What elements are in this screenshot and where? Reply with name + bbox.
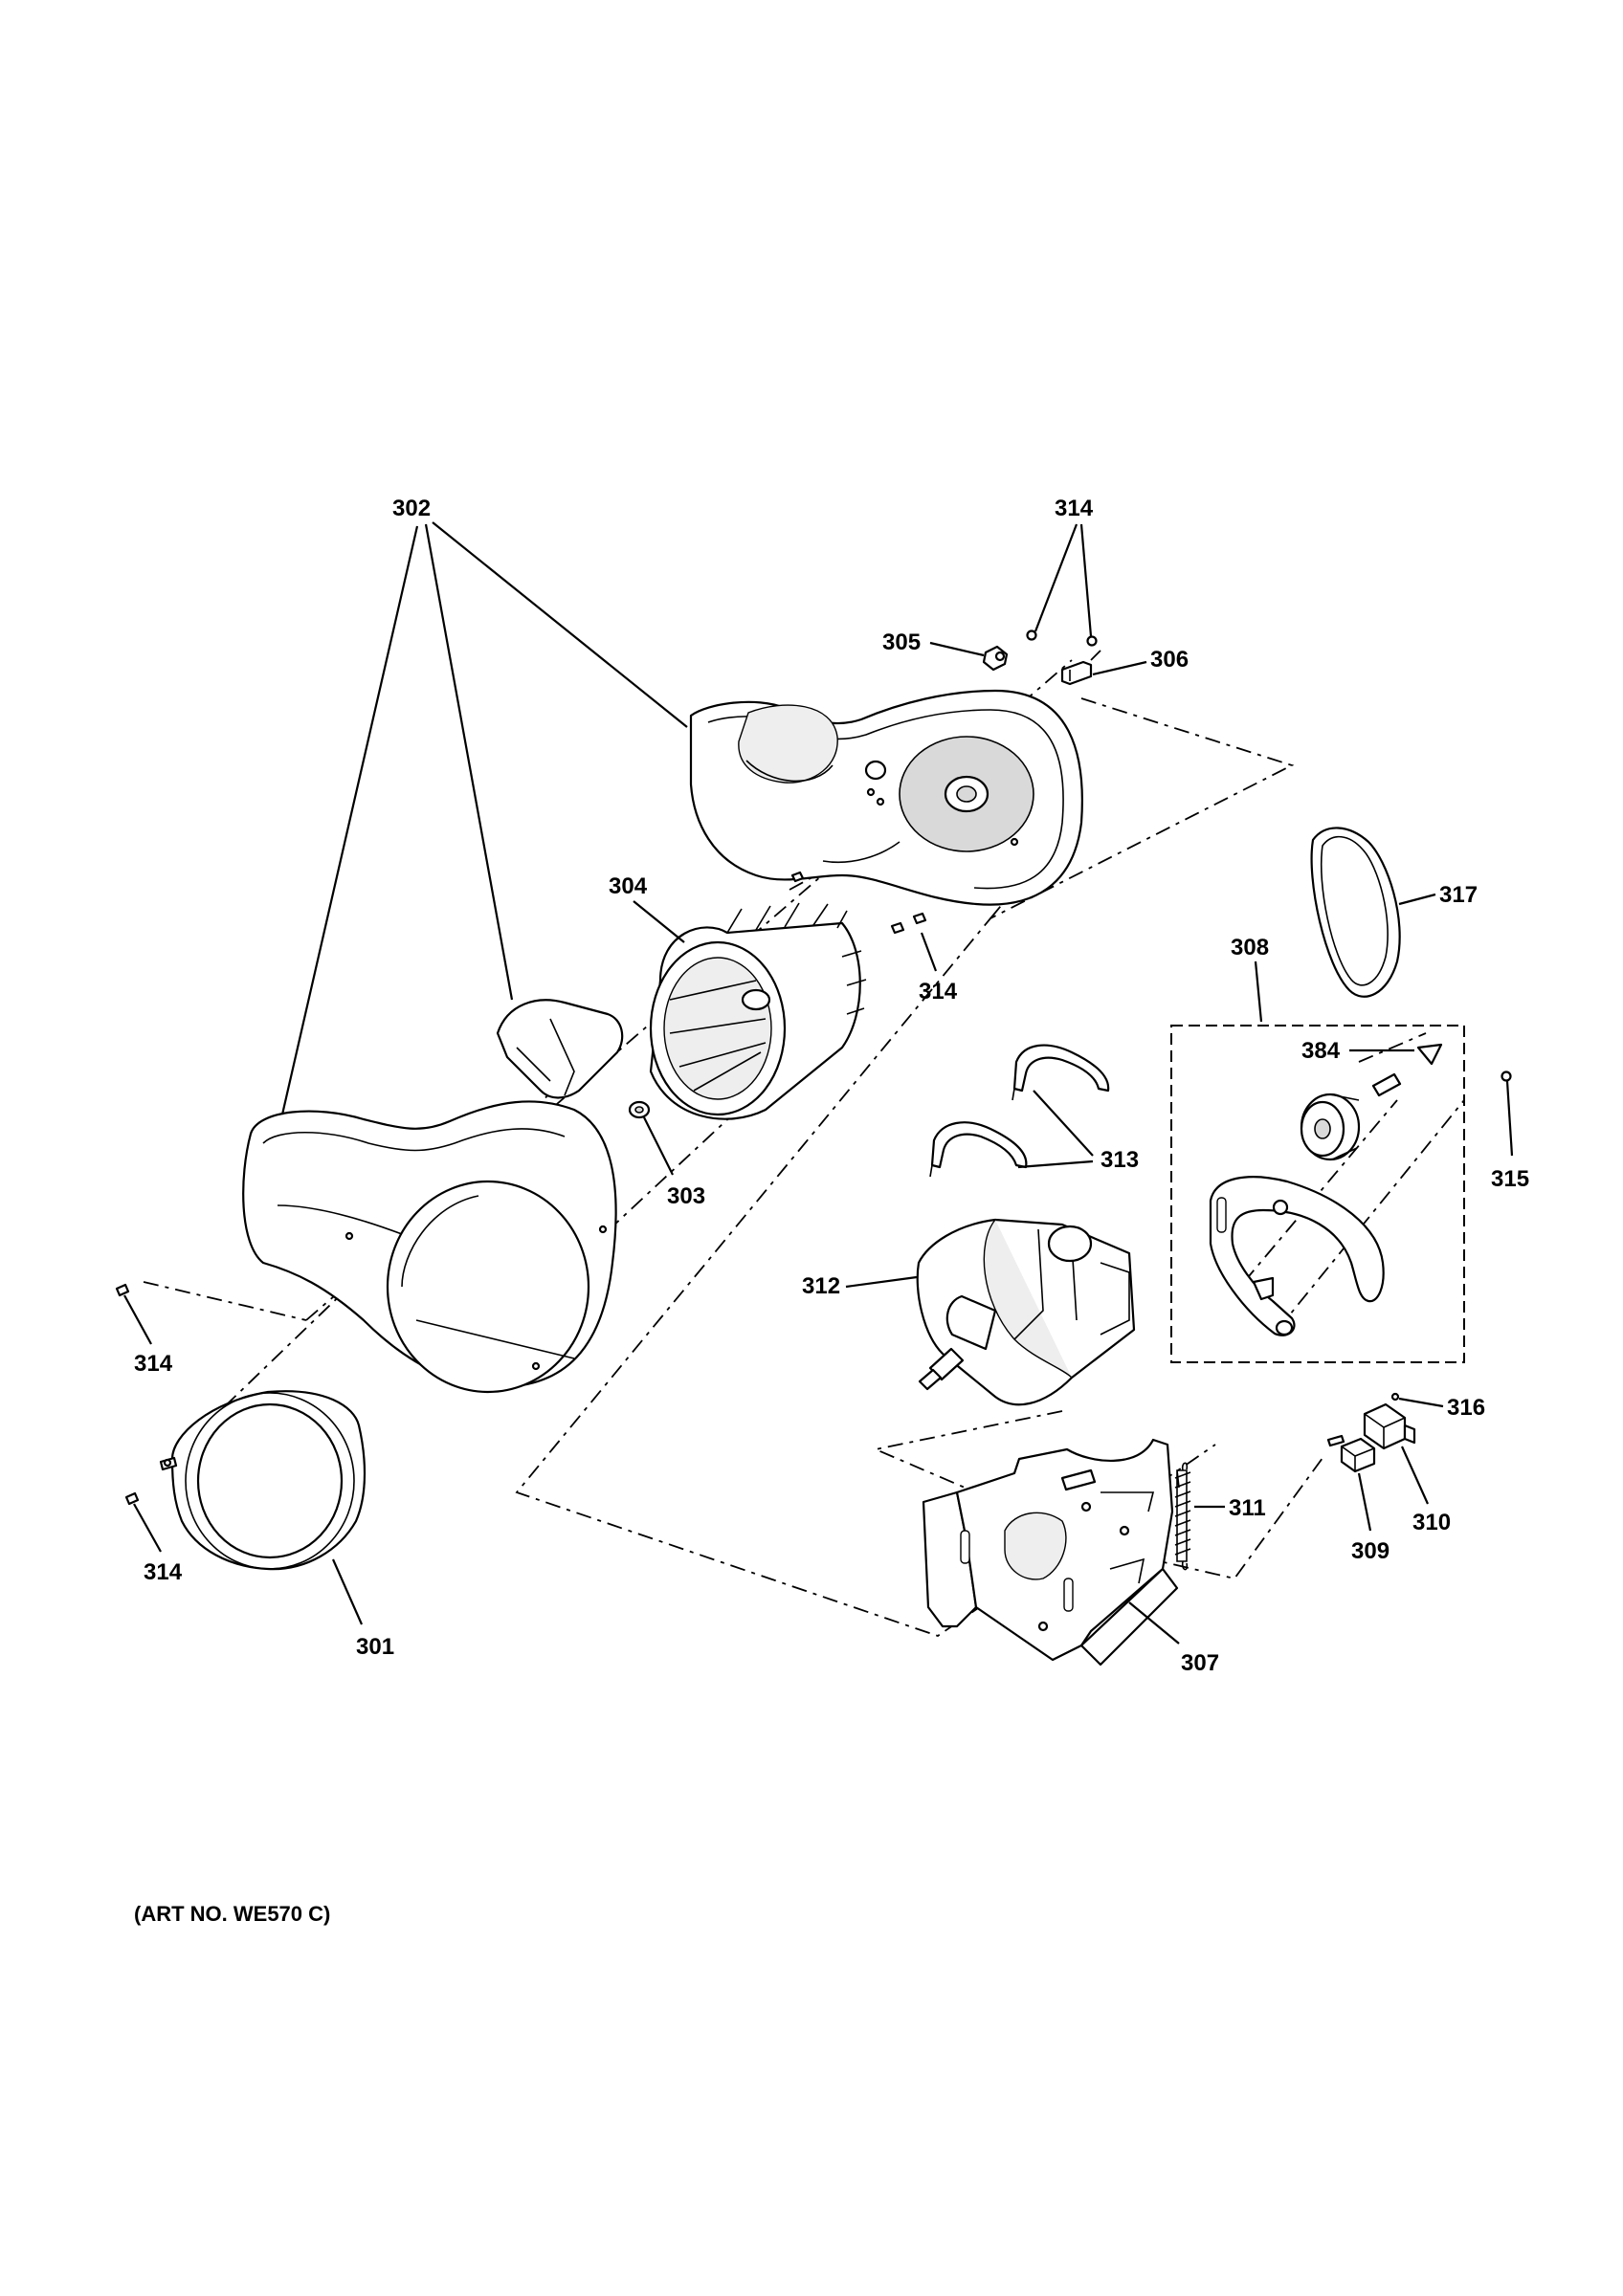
callout-301: 301 bbox=[356, 1634, 394, 1660]
callout-302: 302 bbox=[392, 496, 431, 521]
callout-303: 303 bbox=[667, 1183, 705, 1209]
callout-313: 313 bbox=[1101, 1147, 1139, 1173]
callout-314: 314 bbox=[1055, 496, 1094, 521]
part-310-switch bbox=[1363, 1402, 1416, 1450]
callout-384: 384 bbox=[1301, 1038, 1341, 1064]
art-number: (ART NO. WE570 C) bbox=[134, 1902, 330, 1926]
callout-306: 306 bbox=[1150, 647, 1189, 673]
part-317-belt bbox=[1310, 827, 1401, 998]
screw-314-left bbox=[115, 1283, 130, 1297]
part-311-spring bbox=[1174, 1462, 1191, 1571]
part-306-bracket bbox=[1060, 660, 1093, 686]
part-302-blower-housing-rear bbox=[689, 689, 1083, 906]
callout-304: 304 bbox=[609, 873, 648, 899]
part-302-deflector bbox=[496, 999, 624, 1099]
part-304-blower-wheel bbox=[649, 902, 867, 1120]
part-313-strap-upper bbox=[1012, 1044, 1110, 1101]
part-309-switch bbox=[1326, 1434, 1376, 1473]
part-313-strap-lower bbox=[929, 1121, 1028, 1178]
part-302-blower-housing-front bbox=[242, 1100, 617, 1394]
screw-314-group-upper bbox=[790, 871, 927, 935]
callout-310: 310 bbox=[1412, 1510, 1451, 1535]
callout-307: 307 bbox=[1181, 1650, 1219, 1676]
part-303-nut bbox=[628, 1100, 651, 1119]
callout-308: 308 bbox=[1231, 935, 1269, 960]
leader-lines bbox=[123, 521, 1514, 1645]
callout-309: 309 bbox=[1351, 1538, 1390, 1564]
callout-316: 316 bbox=[1447, 1395, 1485, 1421]
callout-314: 314 bbox=[144, 1559, 183, 1585]
screw-316 bbox=[1390, 1392, 1400, 1402]
part-307-motor-mount bbox=[922, 1438, 1179, 1667]
callout-314: 314 bbox=[134, 1351, 173, 1377]
callout-317: 317 bbox=[1439, 882, 1478, 908]
screw-314-bottom bbox=[124, 1491, 140, 1506]
part-301-front-plate bbox=[159, 1390, 367, 1571]
part-308-idler-assembly bbox=[1170, 1025, 1465, 1363]
callout-312: 312 bbox=[802, 1273, 840, 1299]
callout-314: 314 bbox=[919, 979, 958, 1004]
part-305-thermistor bbox=[982, 645, 1009, 672]
part-312-motor bbox=[916, 1218, 1136, 1406]
screw-315 bbox=[1501, 1071, 1512, 1082]
screw-314-306 bbox=[1086, 635, 1098, 647]
callout-315: 315 bbox=[1491, 1166, 1529, 1192]
callout-311: 311 bbox=[1229, 1495, 1266, 1521]
callout-305: 305 bbox=[882, 629, 921, 655]
screw-314-305 bbox=[1026, 629, 1037, 641]
callout-labels: 302 314 305 306 304 314 317 308 384 303 … bbox=[134, 496, 1529, 1676]
